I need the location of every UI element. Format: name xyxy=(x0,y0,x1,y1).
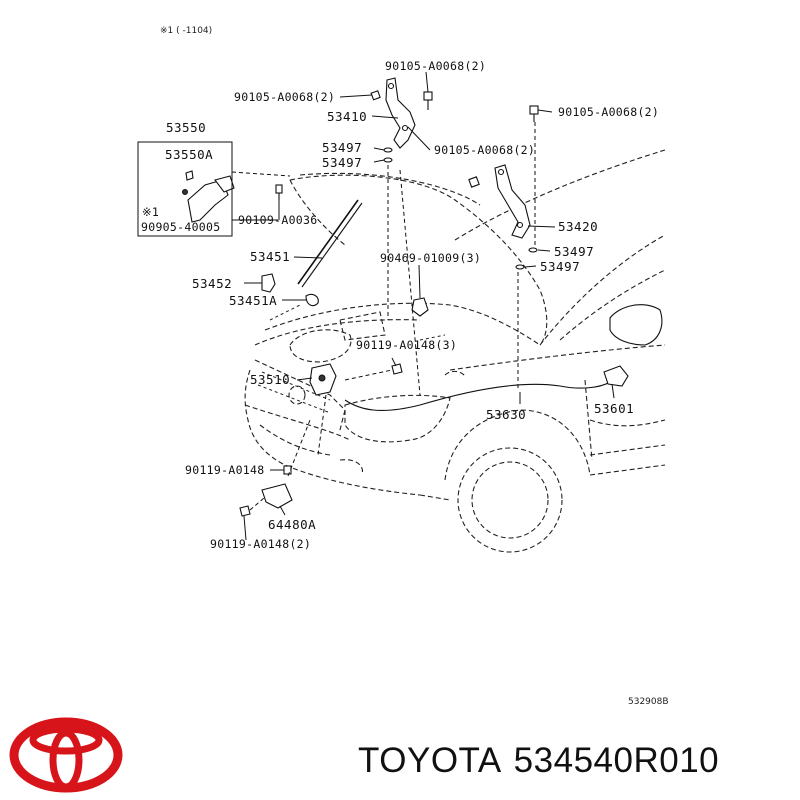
hood-lock-assembly xyxy=(182,170,235,223)
washer-icon xyxy=(515,264,525,270)
bolt-icon xyxy=(370,90,381,101)
hood-release-cable xyxy=(344,381,611,411)
parts xyxy=(182,77,629,517)
callout-label: 90469-01009(3) xyxy=(380,251,481,265)
hood-hinge-left xyxy=(385,77,416,149)
callout-label: 90119-A0148 xyxy=(185,463,264,477)
callout-label: 53550 xyxy=(166,120,206,135)
diagram-code: 532908B xyxy=(628,697,669,707)
brand-label: TOYOTA xyxy=(358,741,502,780)
rod-grommet xyxy=(305,293,319,307)
release-handle xyxy=(603,365,629,387)
washer-icon xyxy=(383,157,393,163)
callout-label: 90105-A0068(2) xyxy=(234,90,335,104)
brand-name: TOYOTA 534540R010 xyxy=(358,741,719,780)
group-box-53550 xyxy=(137,141,233,237)
callout-label: 53630 xyxy=(486,407,526,422)
screw-icon xyxy=(391,363,403,375)
callout-label: 53451A xyxy=(229,293,277,308)
header-note: ※1 ( -1104) xyxy=(160,26,212,36)
car-body-outline xyxy=(244,149,666,553)
callout-label: 53451 xyxy=(250,249,290,264)
hood-hinge-right xyxy=(494,164,531,239)
callout-label: 90105-A0068(2) xyxy=(385,59,486,73)
clip-icon xyxy=(411,297,429,317)
washer-icon xyxy=(528,247,538,253)
rod-holder xyxy=(261,273,276,293)
bolt-icon xyxy=(468,176,480,188)
callout-label: 53410 xyxy=(327,109,367,124)
callout-label: 90905-40005 xyxy=(141,220,220,234)
clip-icon xyxy=(275,184,283,200)
lower-bracket xyxy=(239,465,293,517)
callout-label: 90119-A0148(2) xyxy=(210,537,311,551)
callout-label: 90105-A0068(2) xyxy=(434,143,535,157)
callout-label: 64480A xyxy=(268,517,316,532)
callout-label: 53497 xyxy=(322,140,362,155)
bolt-icon xyxy=(423,91,433,110)
callout-label: 53550A xyxy=(165,147,213,162)
bolt-icon xyxy=(529,105,539,122)
washer-icon xyxy=(383,147,393,153)
hood-lock xyxy=(309,363,337,396)
callout-labels: 90105-A0068(2) 90105-A0068(2) 90105-A006… xyxy=(141,59,659,551)
callout-label: 90105-A0068(2) xyxy=(558,105,659,119)
callout-label: 90109-A0036 xyxy=(238,213,317,227)
callout-label: 53420 xyxy=(558,219,598,234)
callout-label: ※1 xyxy=(142,205,159,219)
callout-label: 53497 xyxy=(554,244,594,259)
part-number: 534540R010 xyxy=(514,741,719,780)
callout-label: 53497 xyxy=(322,155,362,170)
callout-label: 53452 xyxy=(192,276,232,291)
callout-label: 53601 xyxy=(594,401,634,416)
hood-support-rod xyxy=(297,199,359,285)
toyota-logo-icon xyxy=(9,717,123,793)
callout-label: 53510 xyxy=(250,372,290,387)
callout-label: 90119-A0148(3) xyxy=(356,338,457,352)
callout-label: 53497 xyxy=(540,259,580,274)
leader-lines xyxy=(231,71,615,541)
